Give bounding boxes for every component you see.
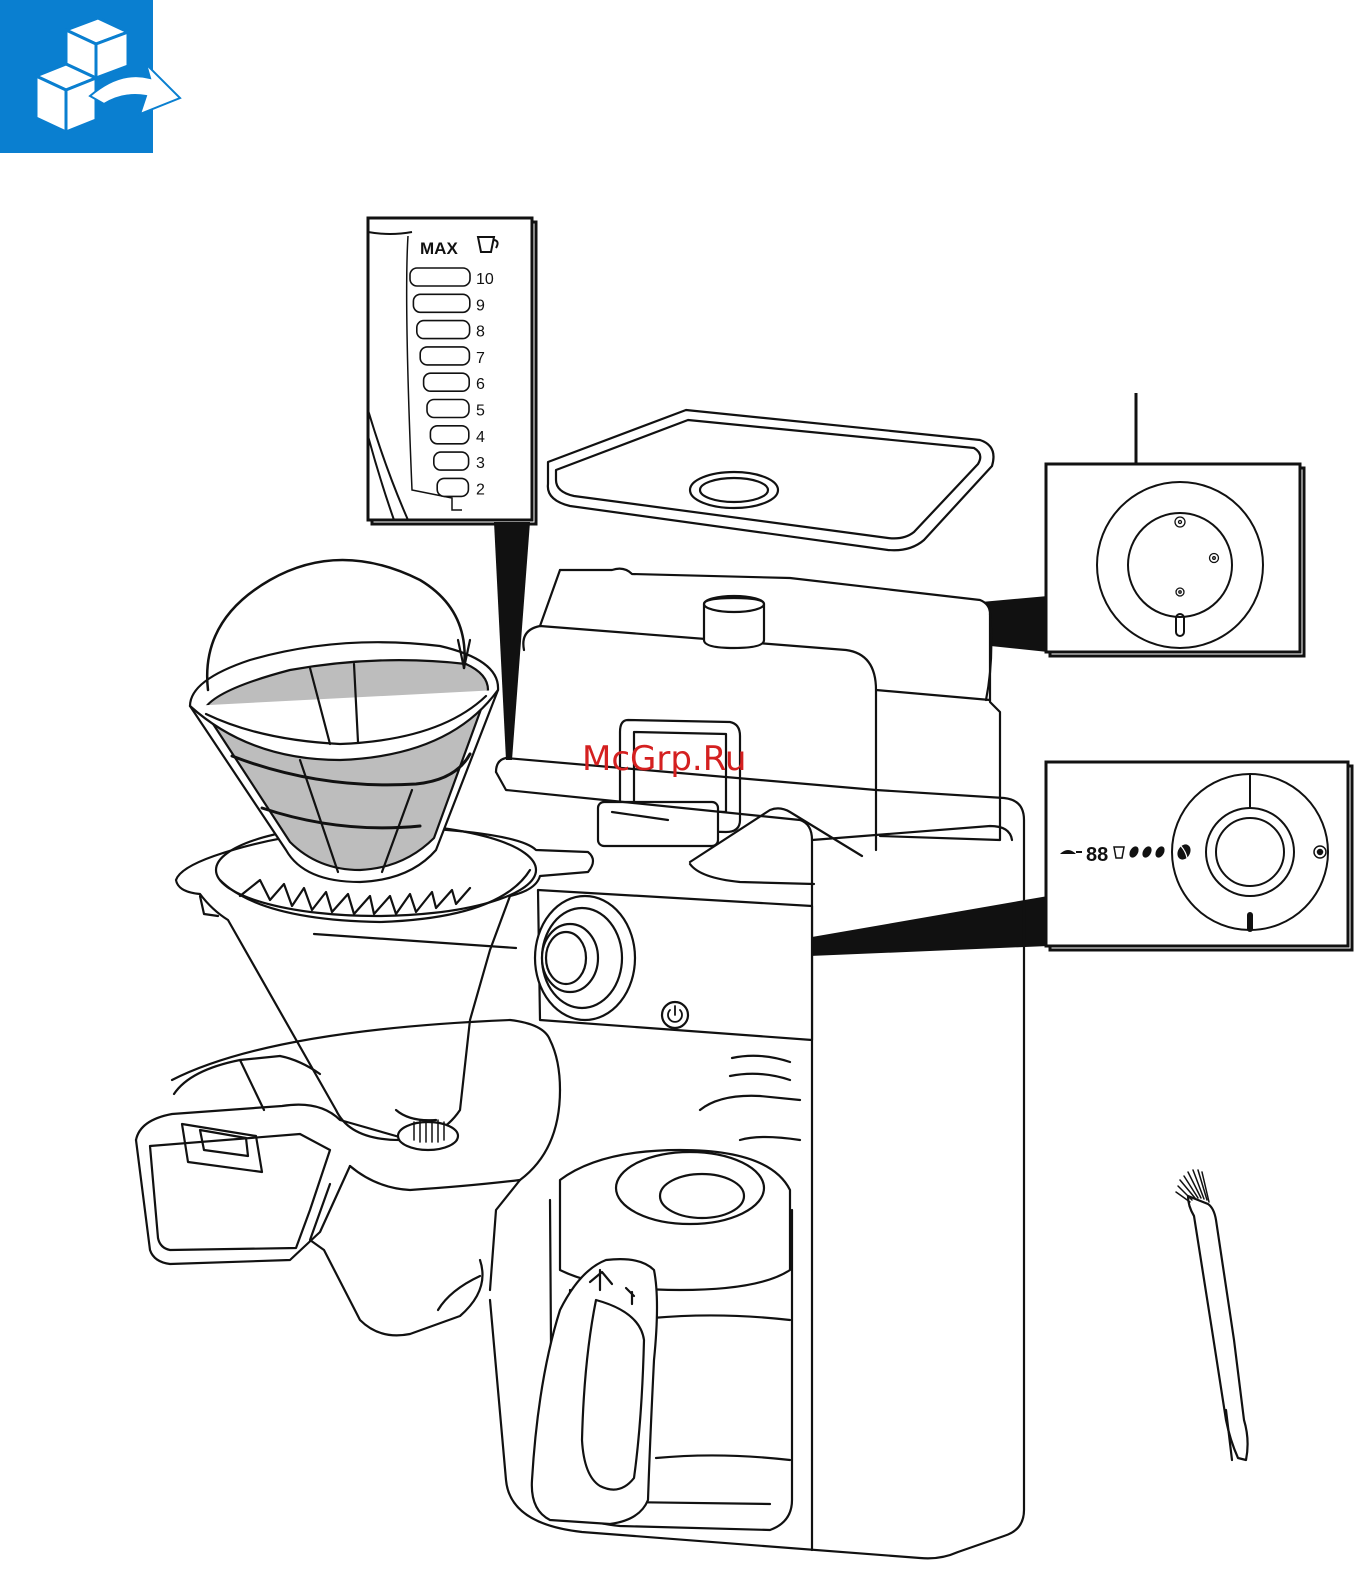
water-level-mark: 10: [410, 268, 494, 288]
water-level-mark: 5: [427, 400, 485, 420]
water-level-label: 5: [476, 403, 485, 420]
water-level-label: 10: [476, 271, 494, 288]
carafe[interactable]: [532, 1150, 792, 1530]
water-level-label: 4: [476, 429, 485, 446]
water-level-label: 3: [476, 455, 485, 472]
water-level-label: 2: [476, 481, 485, 498]
max-label: MAX: [420, 239, 458, 258]
water-level-mark: 7: [420, 347, 485, 367]
control-panel-callout: 88: [1046, 762, 1352, 950]
water-level-label: 8: [476, 324, 485, 341]
water-level-mark: 3: [434, 452, 485, 472]
display-digits: 88: [1086, 844, 1108, 866]
unbox-cubes-icon: [0, 0, 180, 153]
water-level-label: 7: [476, 350, 485, 367]
power-icon[interactable]: [662, 1002, 688, 1028]
bean-hopper-lid[interactable]: [548, 410, 994, 550]
grind-selector-callout: [1046, 393, 1304, 656]
watermark-text: McGrp.Ru: [582, 739, 746, 779]
grinder-knob[interactable]: [704, 596, 764, 648]
brew-strength-dial[interactable]: [535, 896, 635, 1020]
water-level-gauge: MAX 10 9 8 7 6 5 4 3 2: [368, 218, 536, 524]
cleaning-brush: [1176, 1170, 1248, 1460]
water-level-label: 6: [476, 376, 485, 393]
water-level-mark: 2: [437, 478, 485, 498]
water-level-mark: 6: [424, 373, 485, 393]
control-knob-marker[interactable]: [1247, 912, 1253, 932]
water-level-label: 9: [476, 297, 485, 314]
water-level-mark: 4: [430, 426, 485, 446]
